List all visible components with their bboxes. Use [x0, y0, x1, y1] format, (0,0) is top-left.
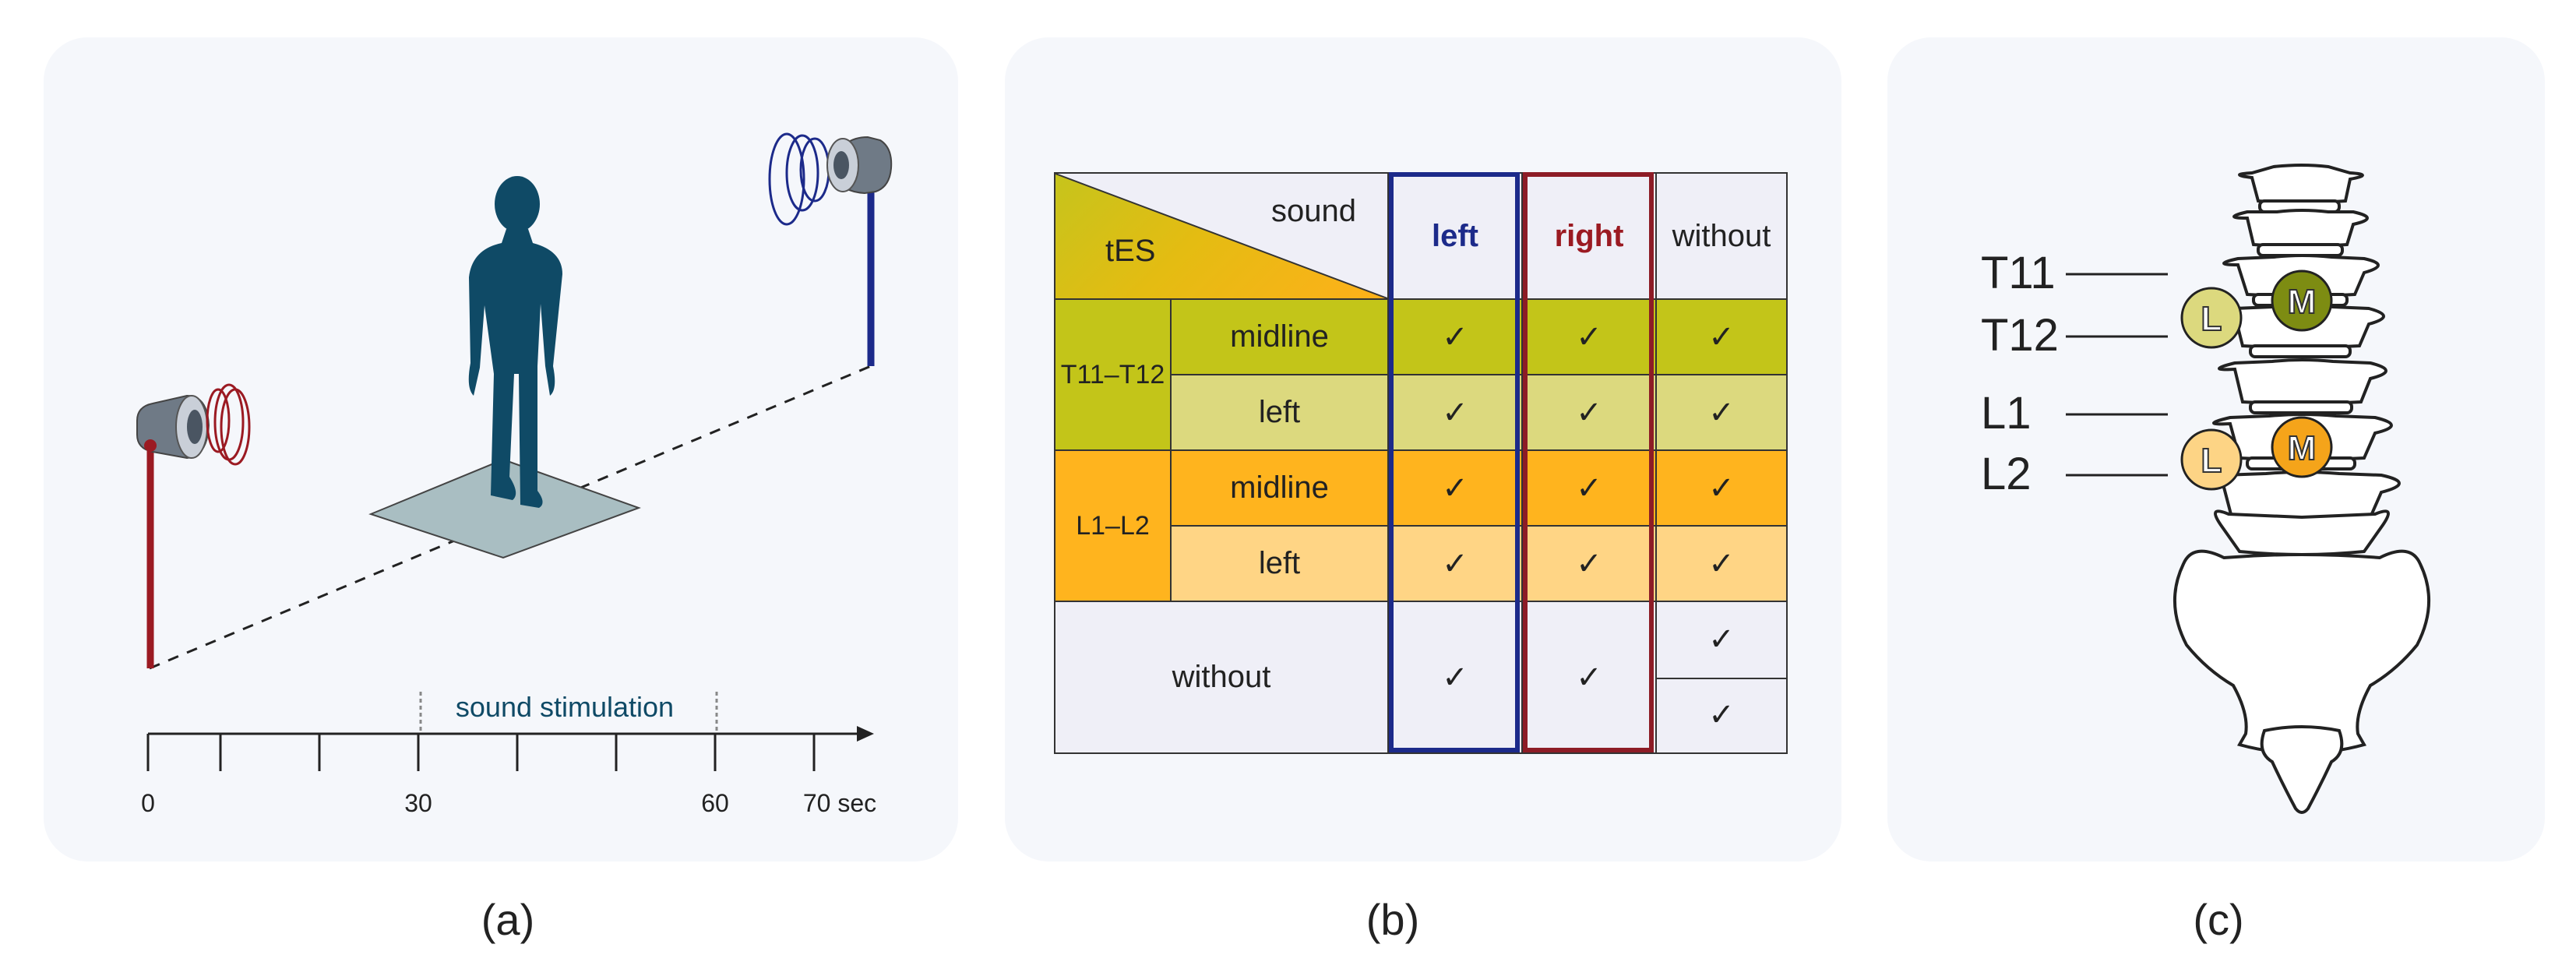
check-cell: ✓ — [1655, 374, 1788, 451]
header-without: without — [1655, 172, 1788, 300]
row-label: left — [1170, 374, 1389, 451]
electrode-thoracic-midline — [2271, 270, 2333, 332]
check-cell: ✓ — [1655, 449, 1788, 527]
check-cell: ✓ — [1655, 298, 1788, 375]
header-tes-label: tES — [1105, 234, 1156, 268]
time-tick-0: 0 — [141, 789, 155, 817]
caption-c: (c) — [2193, 895, 2244, 944]
check-cell: ✓ — [1521, 525, 1657, 602]
electrode-thoracic-lateral — [2180, 287, 2243, 349]
row-label: left — [1170, 525, 1389, 602]
left-speaker — [136, 383, 251, 668]
time-tick-60: 60 — [701, 789, 729, 817]
electrode-label: L — [2201, 442, 2222, 480]
row-label-without: without — [1054, 601, 1389, 754]
level-label-l2: L2 — [1981, 449, 2032, 499]
level-label-l1: L1 — [1981, 388, 2032, 439]
electrode-lumbar-lateral — [2180, 428, 2243, 491]
header-corner-cell: sound tES — [1054, 172, 1389, 300]
check-cell: ✓ — [1657, 602, 1786, 679]
group-label-l1-l2: L1–L2 — [1054, 449, 1172, 602]
force-platform — [368, 458, 641, 559]
group-label-t11-t12: T11–T12 — [1054, 298, 1172, 451]
time-tick-70: 70 sec — [803, 789, 876, 817]
check-cell: ✓ — [1387, 601, 1523, 754]
check-cell: ✓ — [1387, 374, 1523, 451]
header-right: right — [1521, 172, 1657, 300]
right-speaker — [768, 132, 893, 366]
electrode-label: M — [2288, 429, 2317, 467]
header-sound-label: sound — [1271, 194, 1356, 228]
table-row: L1–L2 midline ✓ ✓ ✓ — [1054, 449, 1788, 602]
row-label: midline — [1170, 449, 1389, 527]
check-cell: ✓ — [1387, 298, 1523, 375]
check-cell: ✓ — [1708, 697, 1735, 732]
caption-a: (a) — [481, 895, 535, 944]
check-cell: ✓ — [1387, 525, 1523, 602]
electrode-label: L — [2201, 300, 2222, 338]
level-label-t11: T11 — [1981, 248, 2056, 298]
row-label: midline — [1170, 298, 1389, 375]
check-cell: ✓ — [1521, 374, 1657, 451]
check-cell: ✓ — [1521, 298, 1657, 375]
table-row: left ✓ ✓ ✓ — [1055, 525, 1788, 602]
electrode-label: M — [2288, 283, 2317, 321]
time-tick-30: 30 — [404, 789, 432, 817]
table-row-without: without ✓ ✓ ✓ ✓ — [1054, 601, 1788, 754]
experiment-setup-illustration: sound stimulation 0 30 60 70 sec — [136, 132, 893, 817]
split-check-cell: ✓ ✓ — [1655, 601, 1788, 754]
check-cell: ✓ — [1521, 601, 1657, 754]
spine-illustration: T11 T12 L1 L2 L M L M — [1981, 164, 2431, 814]
level-label-t12: T12 — [1981, 310, 2059, 361]
timeline-axis — [146, 732, 865, 771]
check-cell: ✓ — [1387, 449, 1523, 527]
standing-person — [468, 176, 562, 508]
stimulus-label: sound stimulation — [456, 691, 674, 723]
electrode-lumbar-midline — [2271, 416, 2333, 478]
caption-b: (b) — [1366, 895, 1420, 944]
check-cell: ✓ — [1655, 525, 1788, 602]
check-cell: ✓ — [1521, 449, 1657, 527]
table-row: left ✓ ✓ ✓ — [1055, 374, 1788, 451]
condition-table: sound tES left right without T11–T12 mid… — [1054, 172, 1788, 754]
header-left: left — [1387, 172, 1523, 300]
table-row: T11–T12 midline ✓ ✓ ✓ — [1054, 298, 1788, 451]
table-header-row: sound tES left right without — [1054, 172, 1788, 300]
